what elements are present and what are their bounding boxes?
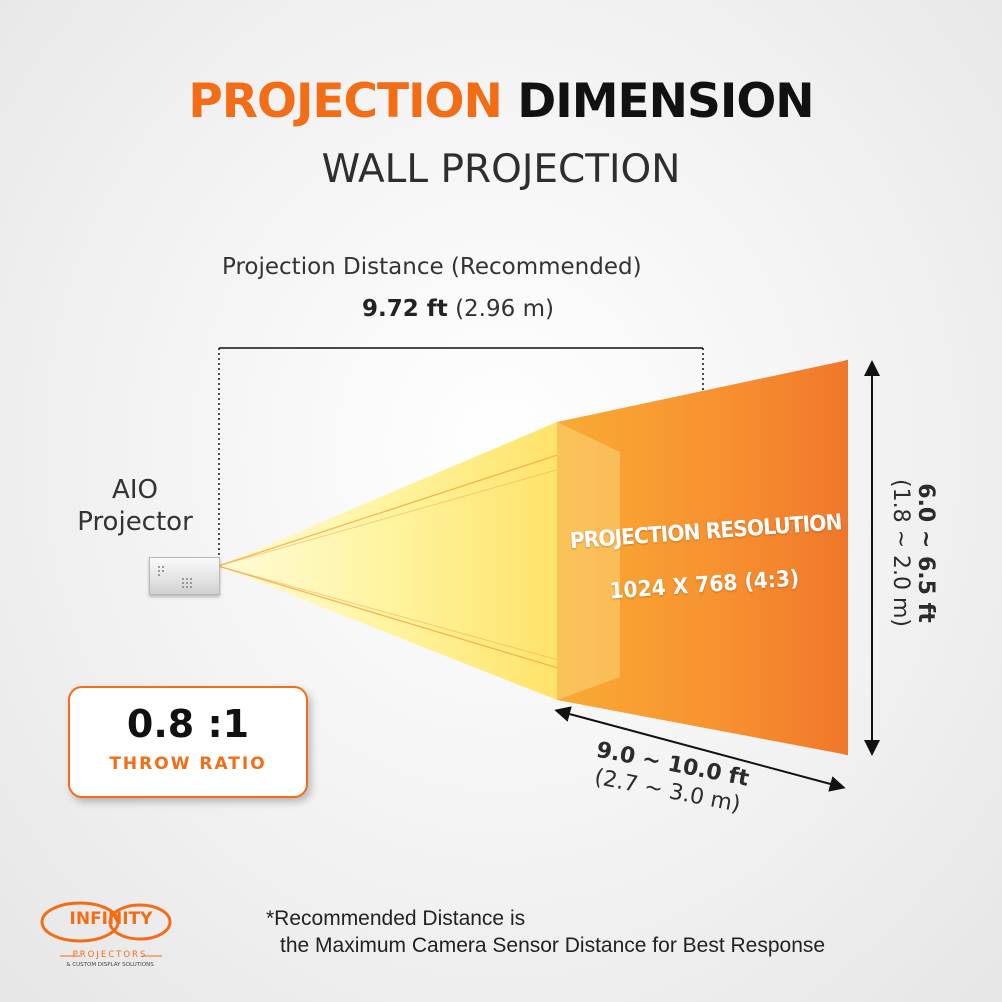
projector-device-icon bbox=[149, 557, 220, 595]
height-feet: 6.0 ~ 6.5 ft bbox=[913, 483, 938, 623]
screen-overlap bbox=[557, 422, 620, 700]
logo-tagline: & CUSTOM DISPLAY SOLUTIONS bbox=[66, 962, 154, 968]
projection-screen bbox=[557, 360, 848, 755]
page-title: PROJECTION DIMENSION bbox=[0, 74, 1002, 130]
footnote-line1: *Recommended Distance is bbox=[266, 907, 526, 930]
footnote-line2: the Maximum Camera Sensor Distance for B… bbox=[280, 934, 826, 957]
height-meters: (1.8 ~ 2.0 m) bbox=[888, 479, 913, 627]
distance-feet: 9.72 ft bbox=[362, 296, 448, 322]
title-highlight: PROJECTION bbox=[188, 74, 503, 129]
distance-meters: (2.96 m) bbox=[455, 296, 554, 322]
throw-ratio-value: 0.8 :1 bbox=[126, 702, 250, 746]
projector-label: AIO Projector bbox=[60, 474, 210, 538]
logo-wordmark: INFINITY bbox=[69, 909, 153, 929]
height-label: 6.0 ~ 6.5 ft (1.8 ~ 2.0 m) bbox=[888, 458, 938, 648]
width-arrow bbox=[554, 706, 846, 792]
distance-label: Projection Distance (Recommended) bbox=[222, 254, 642, 280]
throw-ratio-label: THROW RATIO bbox=[109, 754, 267, 774]
throw-ratio-card: 0.8 :1 THROW RATIO bbox=[68, 686, 308, 798]
page-subtitle: WALL PROJECTION bbox=[321, 147, 681, 192]
infinity-logo-mark bbox=[40, 901, 172, 957]
projector-label-line2: Projector bbox=[77, 507, 193, 537]
logo-subtitle: PROJECTORS bbox=[72, 950, 148, 960]
light-beam bbox=[218, 422, 557, 700]
projector-label-line1: AIO bbox=[112, 475, 158, 505]
distance-value: 9.72 ft (2.96 m) bbox=[362, 296, 554, 322]
footnote: *Recommended Distance is the Maximum Cam… bbox=[266, 905, 825, 959]
title-main: DIMENSION bbox=[517, 74, 814, 129]
